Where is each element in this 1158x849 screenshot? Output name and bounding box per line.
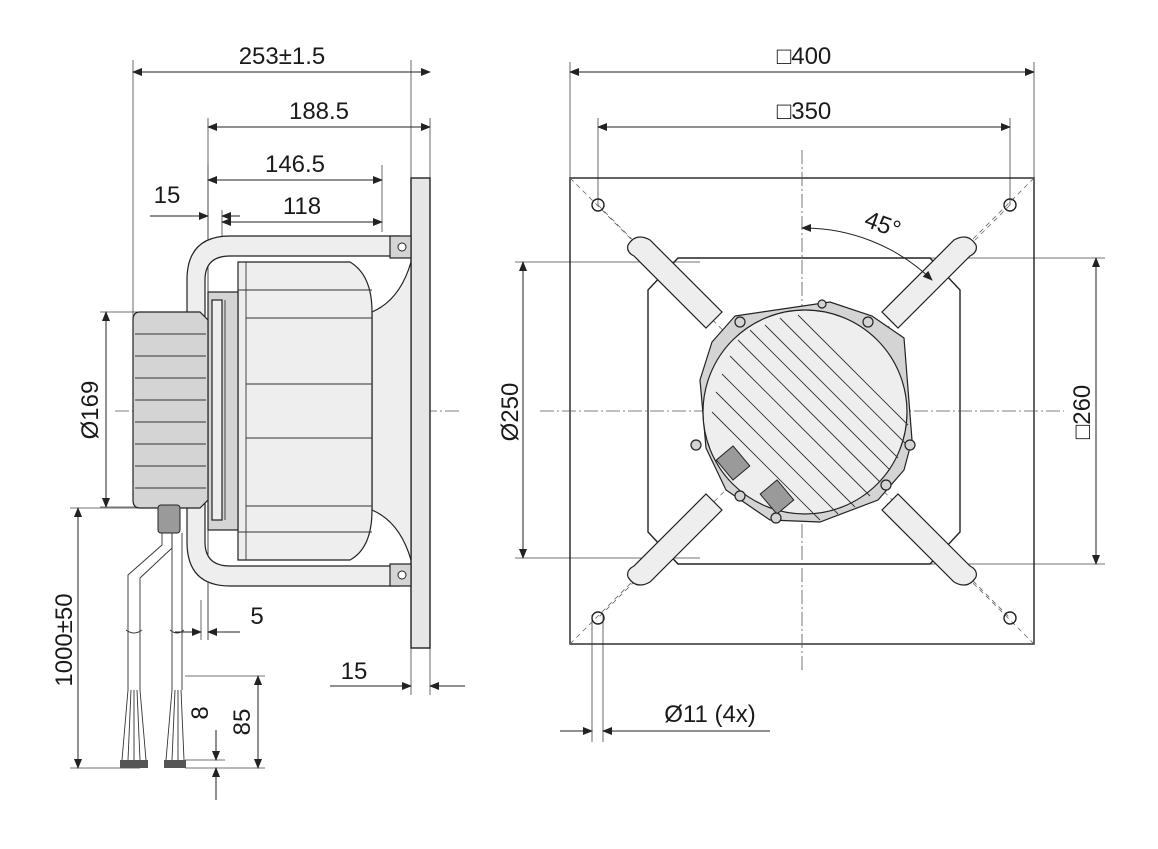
side-view xyxy=(70,60,465,800)
dim-wire-end: 85 xyxy=(229,709,256,736)
dim-cable-length: 1000±50 xyxy=(51,593,78,686)
dim-motor-diameter: Ø169 xyxy=(77,381,104,440)
dim-length-to-flange: 188.5 xyxy=(289,98,349,125)
dim-inlet-diameter: Ø250 xyxy=(497,383,524,442)
dim-strut-angle: 45° xyxy=(861,206,904,244)
dim-opening-size: □260 xyxy=(1069,385,1096,440)
struts xyxy=(627,236,977,586)
dim-length-mid: 146.5 xyxy=(265,151,325,178)
motor-ribs xyxy=(711,314,909,521)
dim-impeller-length: 118 xyxy=(283,193,321,220)
motor-fins xyxy=(135,333,206,489)
dim-hole-spacing: □350 xyxy=(777,98,832,125)
dim-gap: 5 xyxy=(250,603,263,630)
dim-plate-size: □400 xyxy=(777,43,832,70)
dim-motor-offset: 15 xyxy=(154,182,181,209)
dim-mount-holes: Ø11 (4x) xyxy=(664,701,756,728)
dim-wire-strip: 8 xyxy=(187,706,214,719)
dim-flange-thickness: 15 xyxy=(341,658,368,685)
dim-overall-length: 253±1.5 xyxy=(239,43,326,70)
front-view xyxy=(515,62,1105,742)
